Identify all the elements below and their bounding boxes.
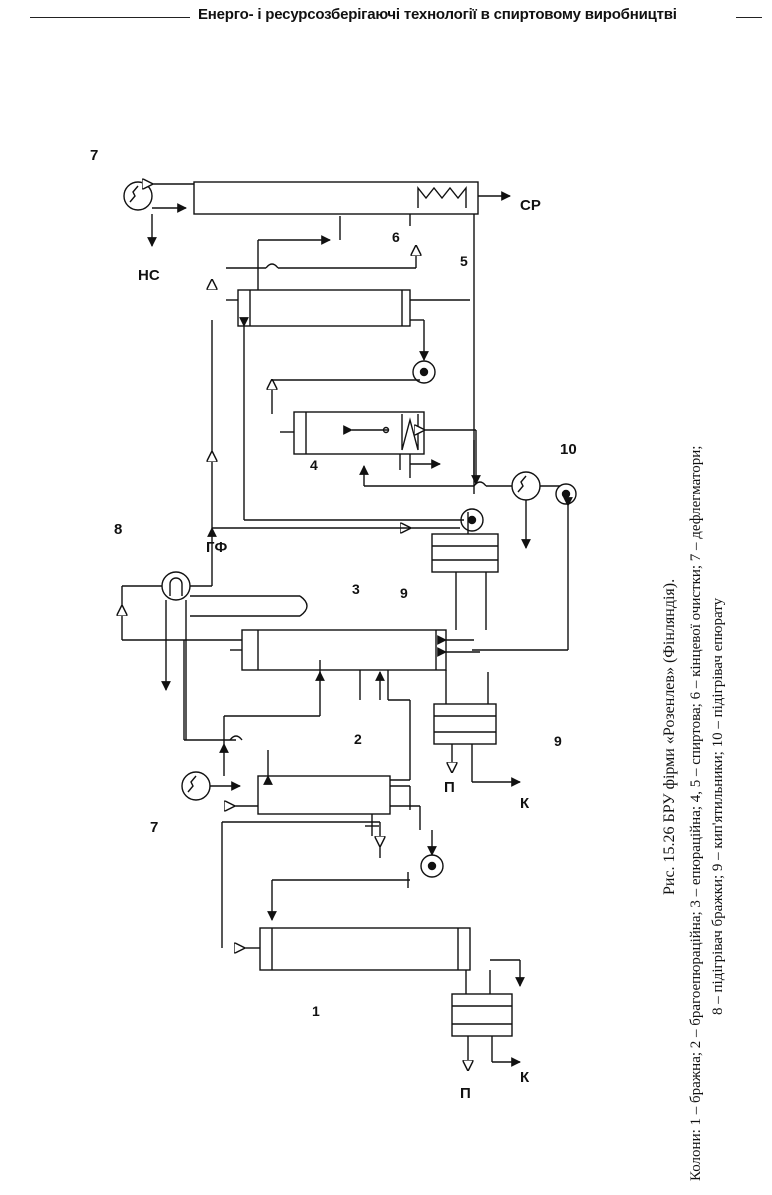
label-boiler-9-lower: 9 bbox=[554, 733, 562, 749]
label-column-3: 3 bbox=[352, 581, 360, 597]
label-boiler-9-upper: 9 bbox=[400, 585, 408, 601]
column-1 bbox=[259, 927, 471, 971]
label-stream-GF: ГФ bbox=[206, 539, 228, 556]
header-rule-right bbox=[736, 17, 762, 18]
boiler-9-column-1 bbox=[451, 993, 513, 1037]
label-stream-HC: НС bbox=[138, 267, 160, 284]
label-stream-P-1: П bbox=[460, 1085, 471, 1102]
label-stream-SR: СР bbox=[520, 197, 541, 214]
label-stream-K-1: К bbox=[520, 1069, 530, 1086]
label-heater-10: 10 bbox=[560, 441, 577, 458]
label-column-4: 4 bbox=[310, 457, 318, 473]
running-header: Енерго- і ресурсозберігаючі технології в… bbox=[0, 6, 772, 36]
figure-caption: Рис. 15.26 БРУ фірми «Розенлев» (Фінлянд… bbox=[661, 579, 678, 895]
label-column-5: 5 bbox=[460, 253, 468, 269]
column-2 bbox=[257, 775, 391, 815]
column-4 bbox=[293, 411, 425, 455]
column-5 bbox=[237, 289, 411, 327]
label-column-6: 6 bbox=[392, 229, 400, 245]
label-condenser-7-left: 7 bbox=[150, 819, 158, 836]
running-title: Енерго- і ресурсозберігаючі технології в… bbox=[198, 6, 677, 23]
condenser-7-top bbox=[123, 181, 153, 211]
header-rule-left bbox=[30, 17, 190, 18]
label-stream-K-2: К bbox=[520, 795, 530, 812]
label-condenser-7-top: 7 bbox=[90, 147, 98, 164]
label-heater-8: 8 bbox=[114, 521, 122, 538]
boiler-9-upper bbox=[431, 533, 499, 573]
column-3 bbox=[241, 629, 447, 671]
figure-legend-line-1: Колони: 1 – бражна; 2 – брагоепюраційна;… bbox=[688, 446, 704, 1181]
column-6 bbox=[193, 181, 479, 215]
heater-8 bbox=[161, 571, 191, 601]
figure-legend-line-2: 8 – підігрівач бражки; 9 – кип'ятильники… bbox=[710, 597, 726, 1015]
boiler-9-column-3 bbox=[433, 703, 497, 745]
label-stream-P-2: П bbox=[444, 779, 455, 796]
label-column-1: 1 bbox=[312, 1003, 320, 1019]
label-column-2: 2 bbox=[354, 731, 362, 747]
pump-column-4 bbox=[412, 360, 436, 384]
